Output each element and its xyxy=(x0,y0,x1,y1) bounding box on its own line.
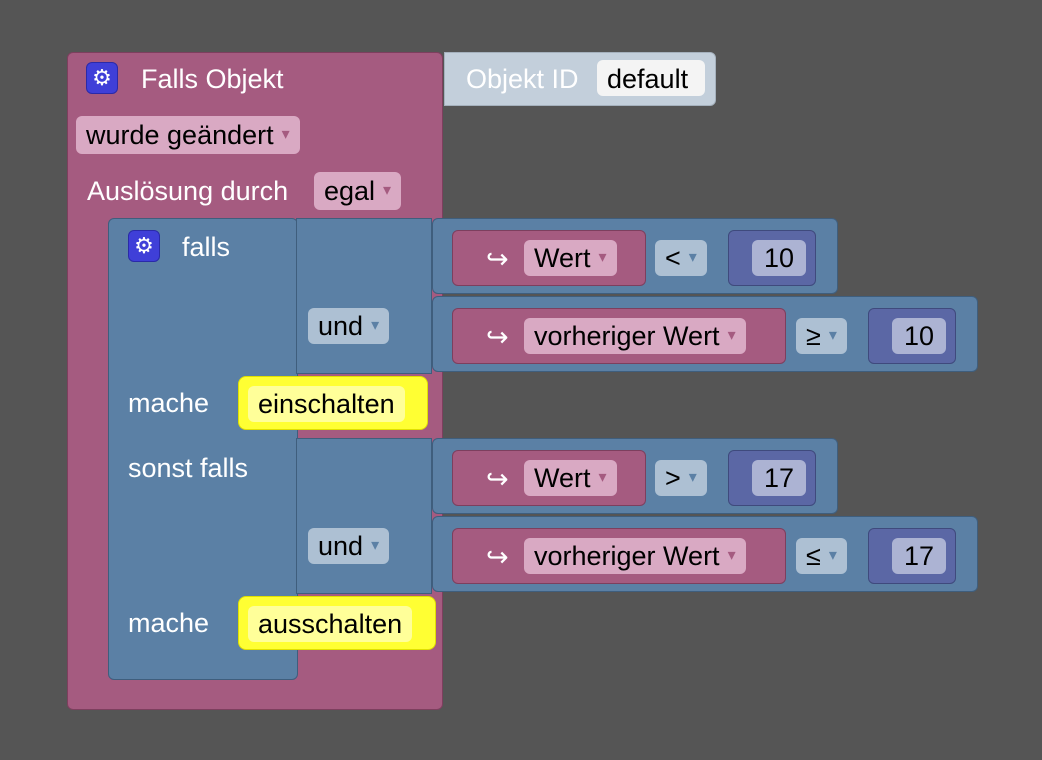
compare-operator-value: ≤ xyxy=(806,540,821,571)
chevron-down-icon: ▾ xyxy=(598,249,607,266)
change-mode-value: wurde geändert xyxy=(86,119,274,150)
chevron-down-icon: ▾ xyxy=(727,547,736,564)
chevron-down-icon: ▾ xyxy=(727,327,736,344)
if-settings-gear-icon[interactable]: ⚙ xyxy=(128,230,160,262)
chevron-down-icon: ▾ xyxy=(688,469,697,486)
value-dropdown-2[interactable]: vorheriger Wert ▾ xyxy=(524,318,746,354)
logic-operator-value: und xyxy=(318,530,364,561)
number-field-1[interactable]: 10 xyxy=(752,240,807,276)
action-field-1[interactable]: einschalten xyxy=(248,386,405,422)
if-condition-row-2 xyxy=(296,438,432,594)
logic-operator-dropdown-2[interactable]: und ▾ xyxy=(308,528,390,564)
value-dropdown-4[interactable]: vorheriger Wert ▾ xyxy=(524,538,746,574)
chevron-down-icon: ▾ xyxy=(371,317,380,334)
value-dropdown-1[interactable]: Wert ▾ xyxy=(524,240,617,276)
if-label: falls xyxy=(182,232,231,262)
value-dropdown-3[interactable]: Wert ▾ xyxy=(524,460,617,496)
object-id-label: Objekt ID xyxy=(466,64,579,94)
chevron-down-icon: ▾ xyxy=(383,182,392,199)
do-label-2: mache xyxy=(128,608,210,638)
event-title: Falls Objekt xyxy=(141,64,284,94)
chevron-down-icon: ▾ xyxy=(371,537,380,554)
value-name: vorheriger Wert xyxy=(534,540,720,571)
do-label-1: mache xyxy=(128,388,210,418)
chevron-down-icon: ▾ xyxy=(828,547,837,564)
gear-icon: ⚙ xyxy=(92,65,112,90)
compare-operator-dropdown-1[interactable]: < ▾ xyxy=(655,240,707,276)
if-condition-row-1 xyxy=(296,218,432,374)
compare-operator-value: ≥ xyxy=(806,320,821,351)
else-if-label: sonst falls xyxy=(128,453,249,483)
trigger-value: egal xyxy=(324,175,376,206)
arrow-icon: ↪ xyxy=(486,244,509,274)
logic-operator-value: und xyxy=(318,310,364,341)
compare-operator-value: > xyxy=(665,462,681,493)
chevron-down-icon: ▾ xyxy=(598,469,607,486)
trigger-dropdown[interactable]: egal ▾ xyxy=(314,172,402,210)
arrow-icon: ↪ xyxy=(486,322,509,352)
value-name: Wert xyxy=(534,462,591,493)
arrow-icon: ↪ xyxy=(486,542,509,572)
event-settings-gear-icon[interactable]: ⚙ xyxy=(86,62,118,94)
gear-icon: ⚙ xyxy=(134,233,154,258)
action-field-2[interactable]: ausschalten xyxy=(248,606,413,642)
compare-operator-dropdown-2[interactable]: ≥ ▾ xyxy=(796,318,847,354)
number-field-2[interactable]: 10 xyxy=(892,318,947,354)
value-name: Wert xyxy=(534,242,591,273)
trigger-label: Auslösung durch xyxy=(87,176,289,206)
chevron-down-icon: ▾ xyxy=(281,126,290,143)
logic-operator-dropdown-1[interactable]: und ▾ xyxy=(308,308,390,344)
compare-operator-dropdown-3[interactable]: > ▾ xyxy=(655,460,707,496)
number-field-4[interactable]: 17 xyxy=(892,538,947,574)
chevron-down-icon: ▾ xyxy=(828,327,837,344)
arrow-icon: ↪ xyxy=(486,464,509,494)
compare-operator-value: < xyxy=(665,242,681,273)
change-mode-dropdown[interactable]: wurde geändert ▾ xyxy=(76,116,300,154)
object-id-field[interactable]: default xyxy=(597,60,705,96)
number-field-3[interactable]: 17 xyxy=(752,460,807,496)
value-name: vorheriger Wert xyxy=(534,320,720,351)
compare-operator-dropdown-4[interactable]: ≤ ▾ xyxy=(796,538,847,574)
chevron-down-icon: ▾ xyxy=(688,249,697,266)
